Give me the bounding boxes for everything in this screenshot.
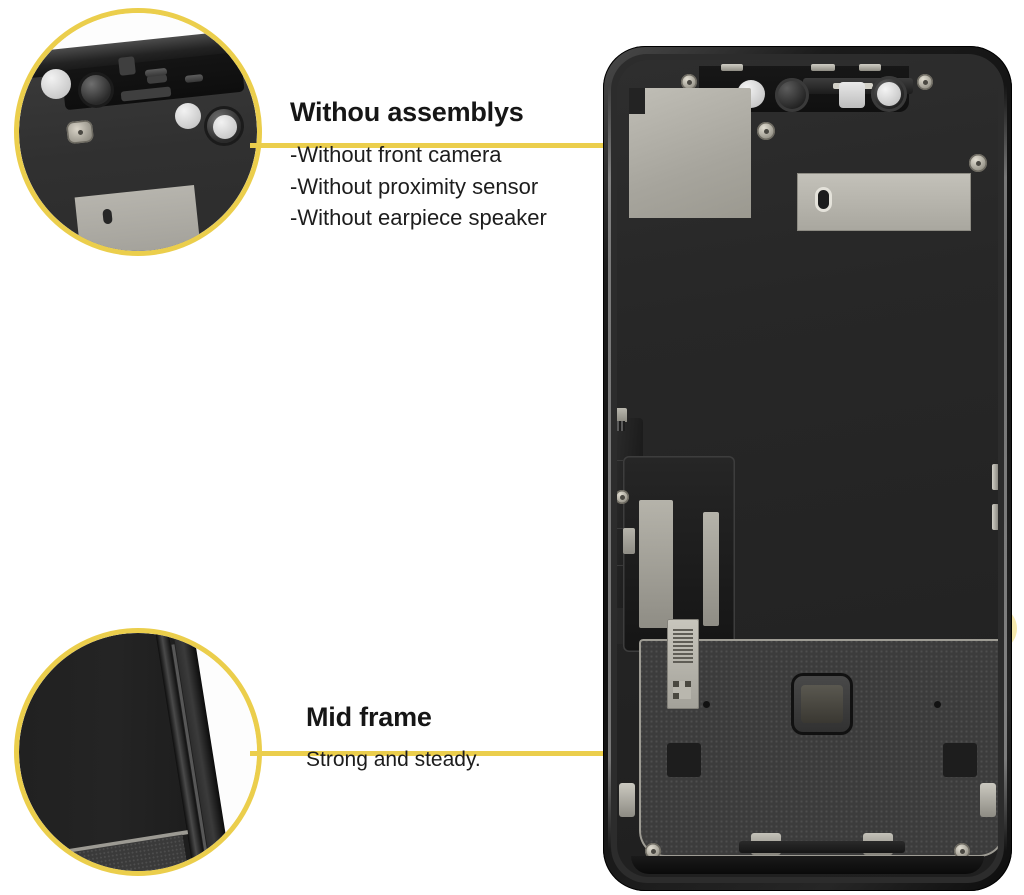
callout-without-assemblys: Withou assemblys -Without front camera -… <box>290 98 610 233</box>
flex-connector-tip-2 <box>617 408 627 431</box>
callout-title: Mid frame <box>306 702 432 732</box>
notch-clip-2 <box>811 64 835 71</box>
home-connector-pad <box>791 673 853 735</box>
connector-contact-strip <box>703 512 719 626</box>
phone-outer-frame <box>603 46 1012 891</box>
callout-mid-frame: Mid frame Strong and steady. <box>306 703 610 772</box>
pad-square-left <box>667 743 701 777</box>
bottom-inset-circle <box>14 628 262 876</box>
screw-bottom-right <box>954 843 970 859</box>
screw-bottom-left <box>645 843 661 859</box>
bottom-edge-strip <box>631 856 984 874</box>
callout-line: -Without earpiece speaker <box>290 204 547 230</box>
bottom-leader-underline <box>250 751 630 756</box>
callout-title: Withou assemblys <box>290 97 524 127</box>
pad-square-right <box>943 743 977 777</box>
screw-mid-left <box>617 490 629 504</box>
phone-back-panel <box>617 60 998 877</box>
label-strip <box>797 173 971 231</box>
connector-latch <box>623 528 635 554</box>
corner-clip-right <box>980 783 996 817</box>
top-leader-underline <box>250 143 612 148</box>
left-edge-highlight <box>608 86 611 851</box>
qr-code-label <box>673 681 691 699</box>
screw-upper-mid <box>757 122 775 140</box>
connector-contact-plate <box>639 500 673 628</box>
bottom-connector-bar <box>739 841 905 853</box>
earpiece-disc <box>877 82 901 106</box>
screw-top-right <box>917 74 933 90</box>
camera-socket-empty-2 <box>775 78 809 112</box>
screw-top-left <box>681 74 697 90</box>
right-edge-highlight <box>1004 86 1007 851</box>
product-photo-phone-assembly <box>603 46 1012 891</box>
screw-right-upper <box>969 154 987 172</box>
callout-body: -Without front camera -Without proximity… <box>290 139 610 233</box>
upper-shield-plate <box>629 88 751 218</box>
callout-line: -Without proximity sensor <box>290 173 539 199</box>
side-button-contact-lower <box>992 504 998 530</box>
label-hole <box>818 190 829 209</box>
corner-clip-left <box>619 783 635 817</box>
callout-subtitle: Strong and steady. <box>306 748 481 772</box>
top-inset-image <box>19 13 257 251</box>
proximity-sensor-socket <box>839 82 865 108</box>
side-button-contact-upper <box>992 464 998 490</box>
bottom-inset-image <box>19 633 257 871</box>
pad-dot-right <box>934 701 941 708</box>
top-inset-circle <box>14 8 262 256</box>
callout-line: -Without front camera <box>290 142 502 168</box>
notch-clip-1 <box>721 64 743 71</box>
pad-dot-left <box>703 701 710 708</box>
notch-clip-3 <box>859 64 881 71</box>
